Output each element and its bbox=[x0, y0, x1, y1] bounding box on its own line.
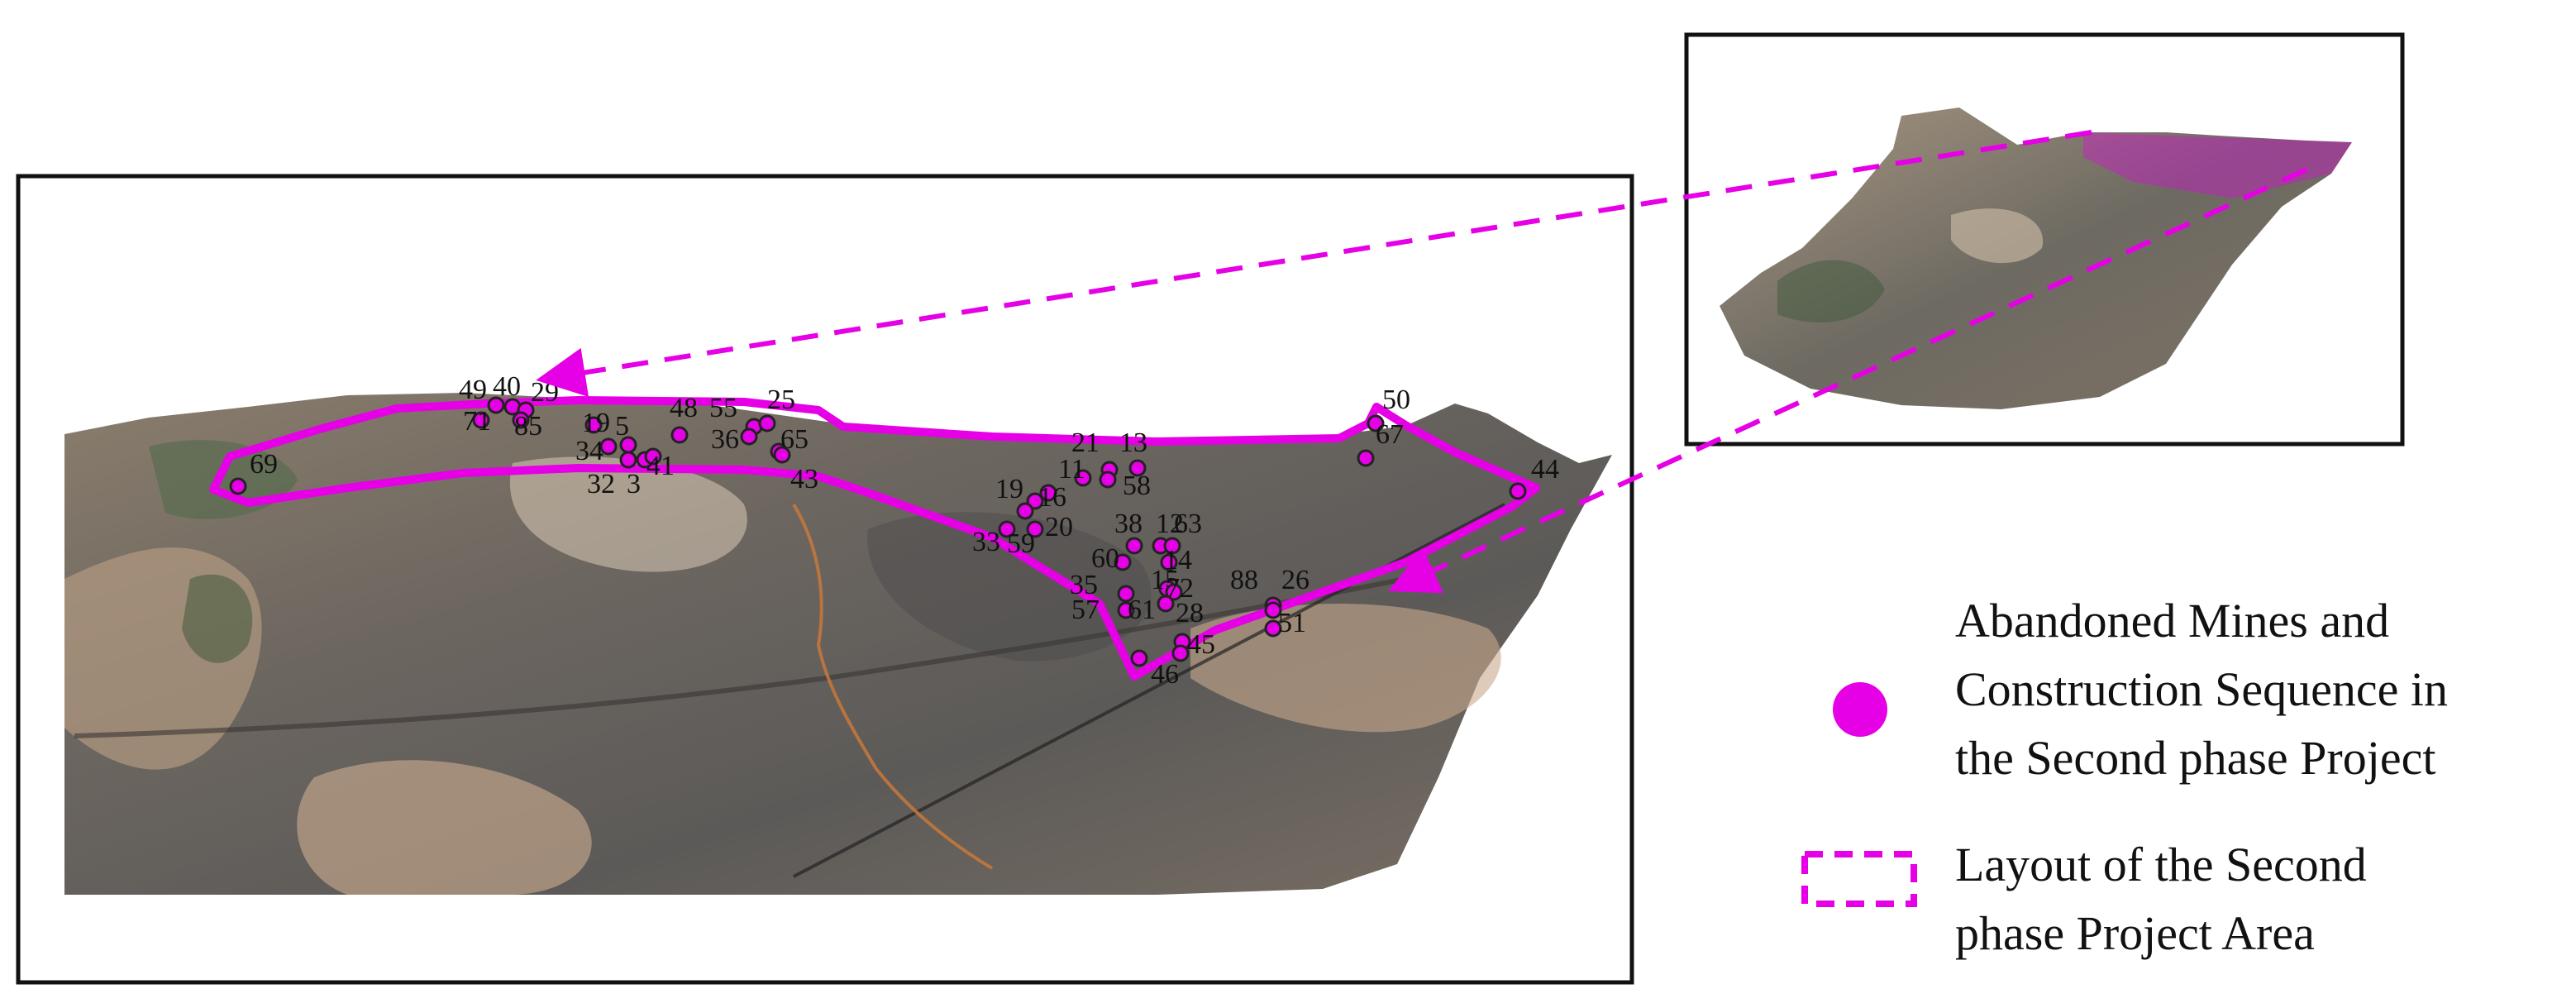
mine-label: 5 bbox=[615, 411, 629, 442]
mine-label: 29 bbox=[531, 377, 559, 408]
mine-marker bbox=[487, 396, 505, 414]
mine-label: 36 bbox=[711, 424, 739, 455]
mine-marker bbox=[1171, 644, 1190, 662]
mine-marker bbox=[1125, 537, 1143, 555]
mine-label: 13 bbox=[1119, 428, 1147, 458]
mine-label: 14 bbox=[1164, 545, 1192, 576]
mine-label: 19 bbox=[582, 408, 610, 438]
mine-label: 58 bbox=[1123, 471, 1151, 501]
arrow-line-upper bbox=[536, 130, 2092, 398]
mine-marker bbox=[1130, 649, 1148, 667]
mine-marker bbox=[1128, 459, 1147, 477]
mine-label: 69 bbox=[250, 449, 278, 480]
arrow-line-lower bbox=[1388, 167, 2308, 594]
mine-label: 49 bbox=[459, 375, 487, 405]
mine-label: 61 bbox=[1128, 595, 1156, 625]
mine-marker bbox=[1163, 537, 1181, 555]
mine-label: 50 bbox=[1382, 385, 1410, 415]
legend: Abandoned Mines and Construction Sequenc… bbox=[1801, 594, 2448, 960]
mine-label: 45 bbox=[1187, 629, 1215, 660]
mine-marker bbox=[1099, 471, 1117, 489]
mine-label: 32 bbox=[587, 469, 615, 499]
area-legend-line-2: phase Project Area bbox=[1955, 906, 2315, 960]
mines-legend-line-2: Construction Sequence in bbox=[1955, 662, 2448, 716]
mine-label: 33 bbox=[972, 527, 1000, 557]
mine-label: 34 bbox=[575, 436, 603, 466]
area-legend-icon bbox=[1801, 851, 1917, 907]
mine-label: 40 bbox=[493, 371, 521, 402]
mine-marker bbox=[1016, 502, 1034, 520]
mine-label: 19 bbox=[995, 474, 1023, 504]
mine-marker bbox=[670, 426, 689, 444]
mine-marker bbox=[773, 446, 791, 464]
mine-label: 43 bbox=[790, 464, 818, 494]
mine-label: 44 bbox=[1531, 454, 1559, 485]
mine-label: 48 bbox=[670, 393, 698, 423]
mines-legend-line-3: the Second phase Project bbox=[1955, 731, 2435, 785]
mine-marker bbox=[1117, 585, 1135, 603]
mine-label: 11 bbox=[1058, 454, 1085, 485]
mine-label: 12 bbox=[1156, 509, 1184, 539]
mine-label: 67 bbox=[1376, 419, 1404, 450]
mine-label: 71 bbox=[463, 406, 491, 437]
mine-marker bbox=[1114, 553, 1132, 571]
satellite-terrain bbox=[64, 393, 1612, 895]
mine-marker bbox=[1157, 595, 1175, 613]
mine-label: 63 bbox=[1174, 509, 1202, 539]
mine-marker bbox=[512, 411, 530, 429]
mine-marker bbox=[758, 414, 776, 432]
area-legend-line-1: Layout of the Second bbox=[1955, 838, 2367, 891]
mine-marker bbox=[1039, 484, 1057, 502]
mine-marker bbox=[229, 477, 247, 495]
mine-label: 88 bbox=[1230, 565, 1258, 595]
mine-marker bbox=[1026, 520, 1044, 538]
mine-marker bbox=[1357, 449, 1375, 467]
mine-marker bbox=[998, 520, 1016, 538]
mine-marker bbox=[1160, 553, 1178, 571]
project-area-boundary bbox=[209, 396, 1540, 681]
mine-marker bbox=[740, 428, 758, 446]
mine-label: 55 bbox=[709, 393, 737, 423]
mine-marker bbox=[1117, 601, 1135, 619]
mine-label: 51 bbox=[1278, 608, 1306, 638]
mines-legend-line-1: Abandoned Mines and bbox=[1955, 594, 2389, 647]
mine-label: 25 bbox=[767, 385, 795, 415]
mine-marker bbox=[1026, 492, 1044, 510]
mine-label: 16 bbox=[1038, 482, 1066, 513]
mine-label: 38 bbox=[1114, 509, 1143, 539]
mine-label: 60 bbox=[1091, 543, 1119, 574]
mine-marker bbox=[1509, 482, 1527, 500]
mine-label: 41 bbox=[646, 451, 675, 481]
mine-marker bbox=[619, 451, 637, 469]
mine-label: 21 bbox=[1071, 428, 1100, 458]
mine-legend-icon bbox=[1833, 682, 1887, 737]
mine-marker bbox=[644, 447, 662, 466]
mine-marker bbox=[1367, 414, 1385, 432]
mine-marker bbox=[1264, 601, 1282, 619]
mine-label: 59 bbox=[1007, 528, 1035, 559]
mine-label: 46 bbox=[1151, 659, 1179, 690]
mine-label: 57 bbox=[1071, 595, 1100, 625]
mine-label: 28 bbox=[1176, 598, 1204, 628]
mine-marker bbox=[1074, 469, 1092, 487]
mine-marker bbox=[584, 416, 603, 434]
mine-marker bbox=[599, 437, 618, 456]
mine-label: 85 bbox=[514, 411, 542, 442]
mine-label: 35 bbox=[1070, 570, 1098, 600]
mine-label: 20 bbox=[1045, 512, 1073, 542]
mine-label: 3 bbox=[627, 469, 641, 499]
inset-terrain bbox=[1720, 107, 2352, 409]
mine-marker bbox=[1165, 583, 1183, 601]
mine-label: 26 bbox=[1281, 565, 1309, 595]
mine-marker bbox=[472, 411, 490, 429]
mine-marker bbox=[1264, 619, 1282, 638]
